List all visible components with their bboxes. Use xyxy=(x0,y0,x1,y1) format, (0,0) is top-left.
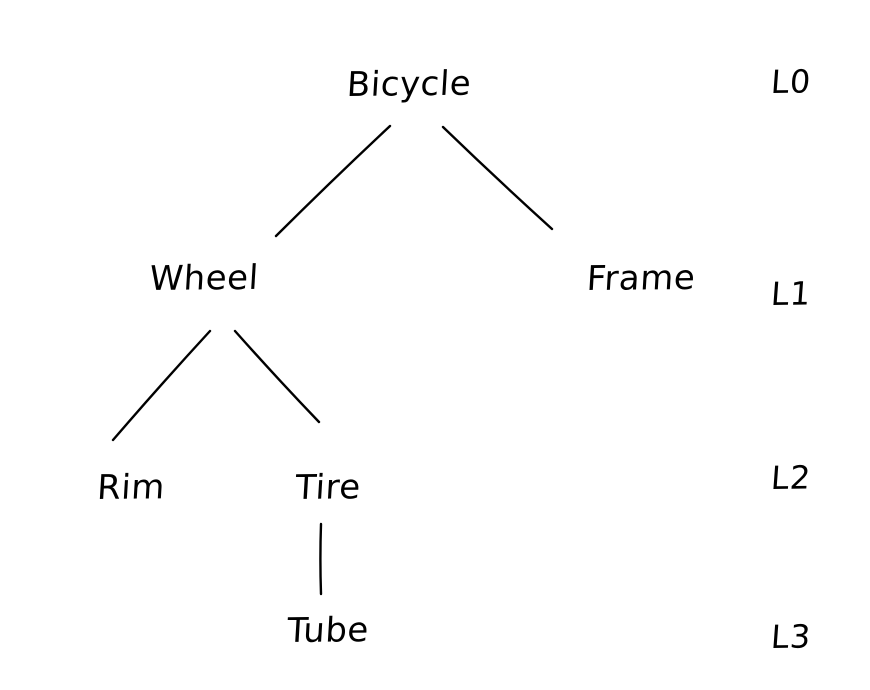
edge-tire-tube xyxy=(319,522,323,596)
node-bicycle[interactable]: Bicycle xyxy=(345,63,473,105)
level-label-l0: L0 xyxy=(769,62,813,101)
level-label-l3: L3 xyxy=(769,617,813,656)
edge-bicycle-frame xyxy=(441,125,554,231)
level-label-l2: L2 xyxy=(769,458,813,497)
edge-wheel-tire xyxy=(233,329,321,424)
edge-bicycle-wheel xyxy=(274,124,392,238)
node-frame[interactable]: Frame xyxy=(585,257,697,299)
edge-wheel-rim xyxy=(111,329,212,442)
node-wheel[interactable]: Wheel xyxy=(148,257,260,299)
node-tube[interactable]: Tube xyxy=(285,610,371,651)
level-label-l1: L1 xyxy=(769,274,813,313)
node-tire[interactable]: Tire xyxy=(294,467,362,508)
node-rim[interactable]: Rim xyxy=(95,467,167,508)
